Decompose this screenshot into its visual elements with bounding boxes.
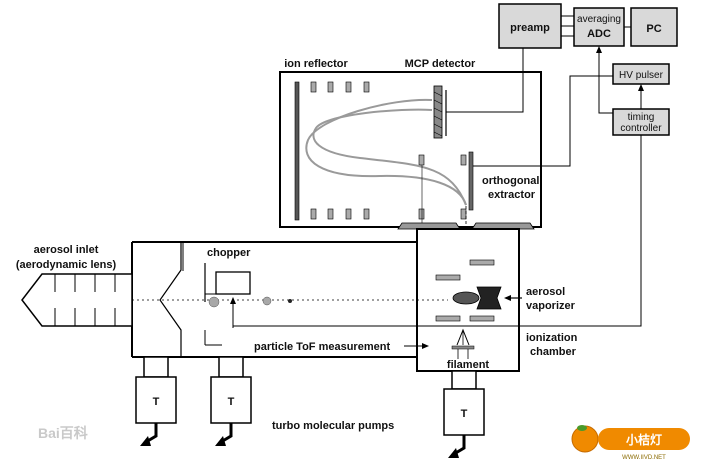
- preamp-label: preamp: [510, 22, 550, 34]
- extractor-label: extractor: [488, 189, 536, 201]
- vaporizer-particle: [452, 291, 480, 305]
- vaporizer-body: [476, 286, 502, 310]
- ion-reflector-label: ion reflector: [284, 58, 348, 70]
- mcp-detector-label: MCP detector: [405, 58, 476, 70]
- aerosol-inlet: aerosol inlet (aerodynamic lens): [16, 244, 448, 327]
- tof-chamber-housing: [279, 71, 542, 228]
- electronics-group: preamp averaging ADC PC HV pulser timing…: [498, 3, 678, 136]
- ionization-label-1: ionization: [526, 332, 578, 344]
- turbo-pump-2: T: [210, 356, 252, 446]
- chopper-motor: [215, 271, 251, 295]
- filament: [451, 345, 475, 350]
- particle-tof-label: particle ToF measurement: [254, 341, 390, 353]
- turbo-pump-3-label: T: [461, 408, 468, 420]
- aerosol-vaporizer-label-1: aerosol: [526, 286, 565, 298]
- pc-box: [630, 7, 678, 47]
- turbo-pumps-label: turbo molecular pumps: [272, 420, 394, 432]
- preamp-box: [498, 3, 562, 49]
- turbo-pump-2-label: T: [228, 396, 235, 408]
- turbo-pump-1: T: [135, 356, 177, 446]
- brand-site: WWW.IIVD.NET: [622, 455, 666, 461]
- turbo-pump-3: T: [443, 370, 485, 458]
- chopper-label: chopper: [207, 247, 251, 259]
- baidu-watermark: Bai百科: [38, 425, 88, 441]
- chopper: chopper: [204, 135, 642, 346]
- ion-trajectory-outer: [305, 98, 467, 206]
- baidu-watermark-text: Bai百科: [38, 425, 88, 441]
- orthogonal-label: orthogonal: [482, 175, 539, 187]
- brand-text: 小桔灯: [626, 432, 662, 447]
- aerosol-inlet-label-2: (aerodynamic lens): [16, 259, 117, 271]
- orthogonal-extractor-plate: [468, 151, 474, 211]
- adc-label-bottom: ADC: [587, 28, 611, 40]
- aerosol-inlet-label-1: aerosol inlet: [34, 244, 99, 256]
- brand-watermark: 小桔灯 WWW.IIVD.NET: [571, 425, 690, 461]
- brand-banner: [598, 428, 690, 450]
- hv-pulser-label: HV pulser: [619, 70, 664, 81]
- timing-label-top: timing: [628, 112, 655, 123]
- aerosol-vaporizer-label-2: vaporizer: [526, 300, 576, 312]
- ionization-label-2: chamber: [530, 346, 577, 358]
- pc-label: PC: [646, 23, 661, 35]
- turbo-pump-1-label: T: [153, 396, 160, 408]
- particle-medium: [262, 296, 272, 306]
- particle-large: [208, 296, 220, 308]
- aerodynamic-lens-tube: [21, 273, 133, 327]
- timing-label-bottom: controller: [620, 123, 662, 134]
- filament-label: filament: [447, 359, 490, 371]
- particle-small: [288, 299, 292, 303]
- adc-label-top: averaging: [577, 14, 621, 25]
- ion-trajectory-inner: [312, 108, 467, 206]
